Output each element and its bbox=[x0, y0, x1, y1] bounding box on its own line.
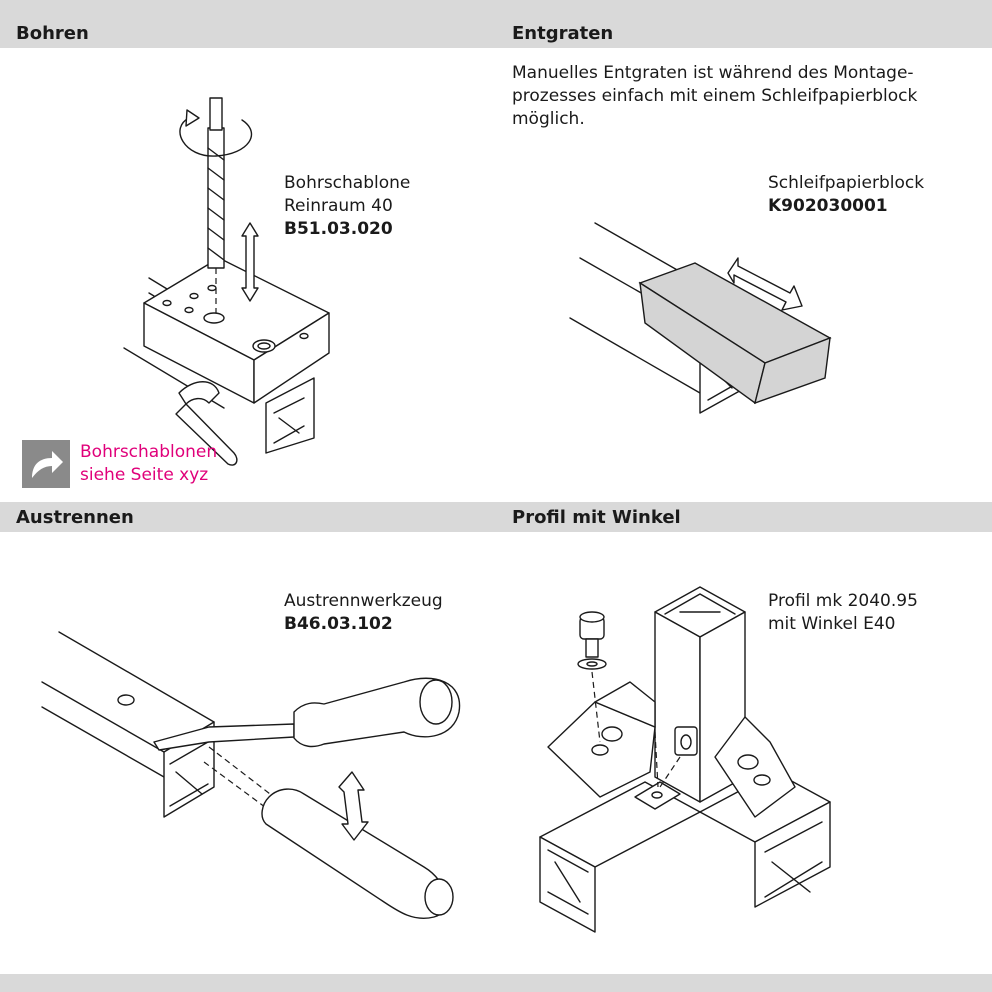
profile-line-1: Profil mk 2040.95 bbox=[768, 591, 918, 611]
panel-title: Profil mit Winkel bbox=[512, 507, 681, 528]
note-line-2[interactable]: siehe Seite xyz bbox=[80, 465, 209, 485]
panel-header: Bohren bbox=[0, 18, 496, 48]
tool-name: Austrennwerkzeug bbox=[284, 591, 443, 611]
part-number: B46.03.102 bbox=[284, 614, 393, 634]
drill-jig-illustration bbox=[123, 97, 330, 466]
arrow-turn-glyph bbox=[32, 451, 63, 478]
panel-header: Profil mit Winkel bbox=[496, 502, 992, 532]
part-number: K902030001 bbox=[768, 196, 888, 216]
panel-header: Entgraten bbox=[496, 18, 992, 48]
panel-entgraten: Entgraten Manuelles Entgraten ist währen… bbox=[496, 18, 992, 502]
separating-tool-illustration bbox=[41, 631, 461, 919]
tool-variant: Reinraum 40 bbox=[284, 196, 393, 216]
panel-bohren: Bohren bbox=[0, 18, 496, 502]
panel-body: Austrennwerkzeug B46.03.102 bbox=[4, 532, 492, 970]
panel-title: Entgraten bbox=[512, 23, 614, 44]
note-line-1[interactable]: Bohrschablonen bbox=[80, 442, 218, 462]
description-line-2: prozesses einfach mit einem Schleifpapie… bbox=[512, 86, 918, 106]
panel-header: Austrennen bbox=[0, 502, 496, 532]
panel-title: Bohren bbox=[16, 23, 89, 44]
sanding-block-illustration bbox=[569, 222, 832, 414]
profile-line-2: mit Winkel E40 bbox=[768, 614, 896, 634]
part-number: B51.03.020 bbox=[284, 219, 393, 239]
tool-name: Bohrschablone bbox=[284, 173, 411, 193]
panel-body: Bohrschablone Reinraum 40 B51.03.020 Boh… bbox=[4, 48, 492, 498]
profile-angle-illustration bbox=[539, 586, 831, 933]
description-line-1: Manuelles Entgraten ist während des Mont… bbox=[512, 63, 914, 83]
arrow-turn-icon[interactable] bbox=[22, 440, 70, 488]
tool-name: Schleifpapierblock bbox=[768, 173, 925, 193]
panel-body: Profil mk 2040.95 mit Winkel E40 bbox=[500, 532, 988, 970]
panel-profil: Profil mit Winkel Profil mk 2040.95 mit … bbox=[496, 502, 992, 974]
panel-body: Manuelles Entgraten ist während des Mont… bbox=[500, 48, 988, 498]
panel-title: Austrennen bbox=[16, 507, 134, 528]
description-line-3: möglich. bbox=[512, 109, 585, 129]
panel-austrennen: Austrennen Austrennwerkzeug B46.03.102 bbox=[0, 502, 496, 974]
